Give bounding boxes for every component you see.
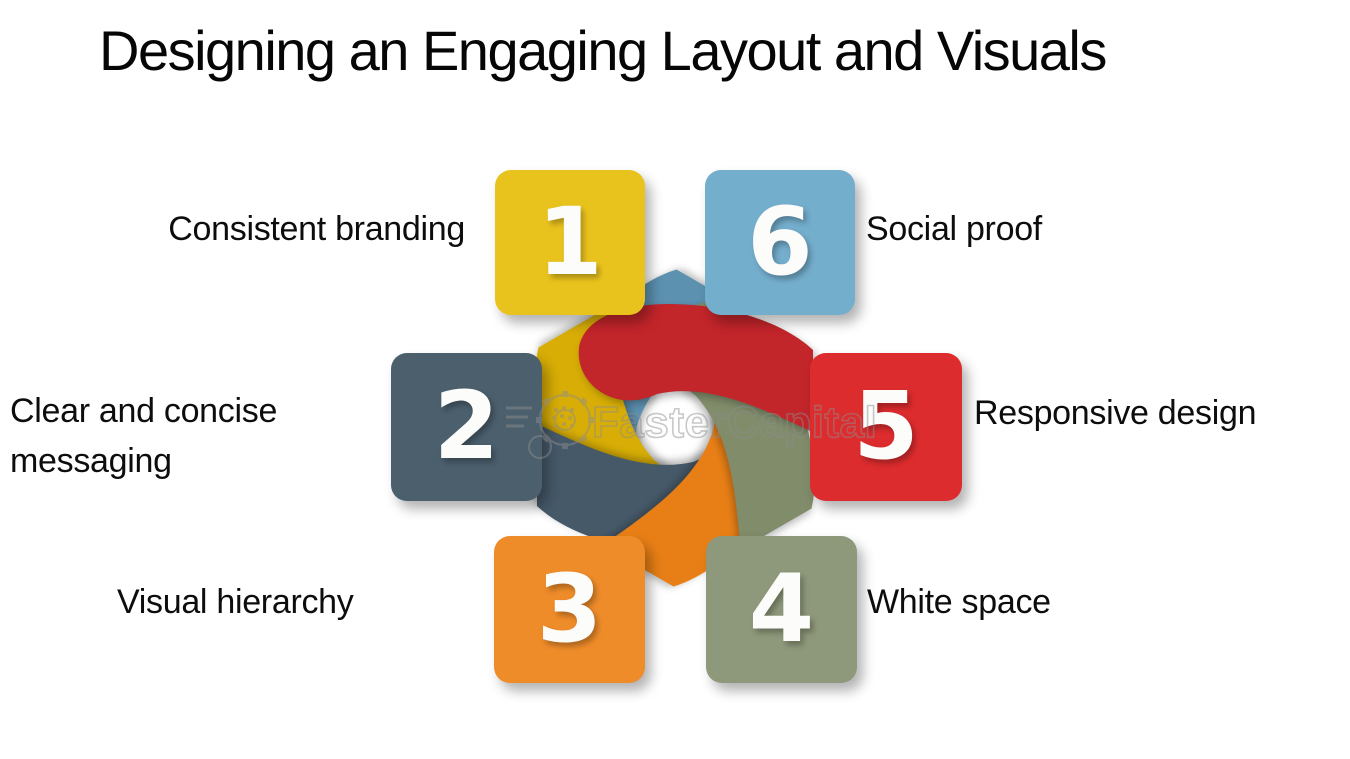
step-box-4: 4 — [706, 536, 857, 683]
page-title: Designing an Engaging Layout and Visuals — [99, 19, 1107, 82]
ribbon-step-5 — [578, 304, 813, 432]
step-number-4: 4 — [748, 554, 815, 664]
step-box-5: 5 — [810, 353, 962, 501]
step-box-1: 1 — [495, 170, 645, 315]
watermark-brand-text: FasterCapital — [592, 398, 877, 447]
step-box-3: 3 — [494, 536, 645, 683]
gear-icon — [506, 391, 594, 459]
step-label-social-proof: Social proof — [866, 210, 1042, 248]
step-number-3: 3 — [536, 554, 603, 664]
step-number-2: 2 — [433, 372, 500, 481]
step-number-6: 6 — [747, 187, 813, 297]
step-box-2: 2 — [391, 353, 542, 501]
step-label-consistent-branding: Consistent branding — [168, 210, 465, 248]
step-label-clear-messaging: Clear and concise messaging — [10, 392, 278, 480]
step-label-responsive-design: Responsive design — [974, 394, 1257, 432]
step-label-visual-hierarchy: Visual hierarchy — [117, 583, 354, 621]
step-number-5: 5 — [853, 372, 919, 481]
step-label-white-space: White space — [867, 583, 1051, 621]
step-box-6: 6 — [705, 170, 855, 315]
step-number-1: 1 — [537, 187, 603, 297]
